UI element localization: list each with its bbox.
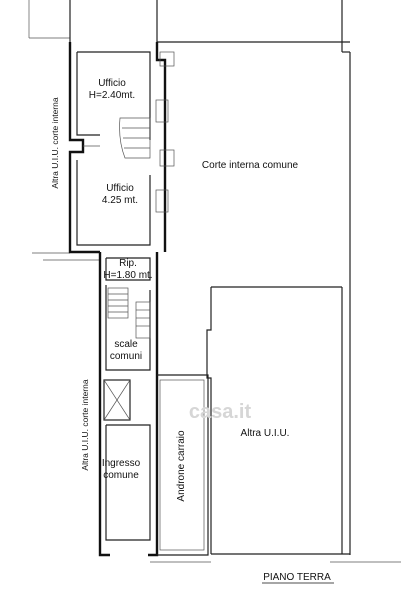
watermark: casa.it [189,401,252,423]
label-altra-uiu-corte-bottom: Altra U.I.U. corte interna [80,379,90,470]
androne-inner [159,379,205,551]
elevator-cross-2 [103,379,131,421]
entry-left-wall [98,252,110,557]
androne-outline [157,374,209,556]
label-ufficio-top: Ufficio [98,78,126,89]
label-comune: comune [103,470,139,481]
label-ingresso: Ingresso [102,458,141,469]
label-androne-carraio: Androne carraio [176,430,187,502]
office-top-inner [77,51,151,140]
spiral-stair [119,117,151,159]
floor-title: PIANO TERRA [263,572,331,583]
entry-right-wall [148,252,159,557]
stair-flight-1 [107,287,129,319]
window-2 [155,189,169,213]
boundary-lines [28,0,401,563]
androne-block [157,374,209,556]
label-comuni: comuni [110,351,142,362]
stair-flight-2 [135,301,151,339]
office-right-wall [155,42,167,252]
label-altra-uiu: Altra U.I.U. [241,428,290,439]
pillar-2 [159,149,175,167]
label-rip: Rip. [119,258,137,269]
label-ufficio-mid-height: 4.25 mt. [102,195,138,206]
office-left-wall [68,42,100,254]
office-top-inner-left [76,52,100,136]
pillar-1 [159,51,175,67]
label-altra-uiu-corte-top: Altra U.I.U. corte interna [50,97,60,188]
rip-room [105,257,151,281]
label-corte-interna-comune: Corte interna comune [202,160,299,171]
upper-office-block [68,42,175,254]
label-rip-height: H=1.80 mt. [103,270,152,281]
ingresso-room [105,424,151,541]
window-1 [155,99,169,123]
label-ufficio-top-height: H=2.40mt. [89,90,135,101]
label-scale: scale [114,339,138,350]
altra-uiu-left-wall [206,287,212,554]
lower-entry-block [98,252,159,557]
office-mid-inner [76,160,151,246]
label-ufficio-mid: Ufficio [106,183,134,194]
elevator-shaft [103,379,131,421]
altra-uiu-block [206,286,343,554]
